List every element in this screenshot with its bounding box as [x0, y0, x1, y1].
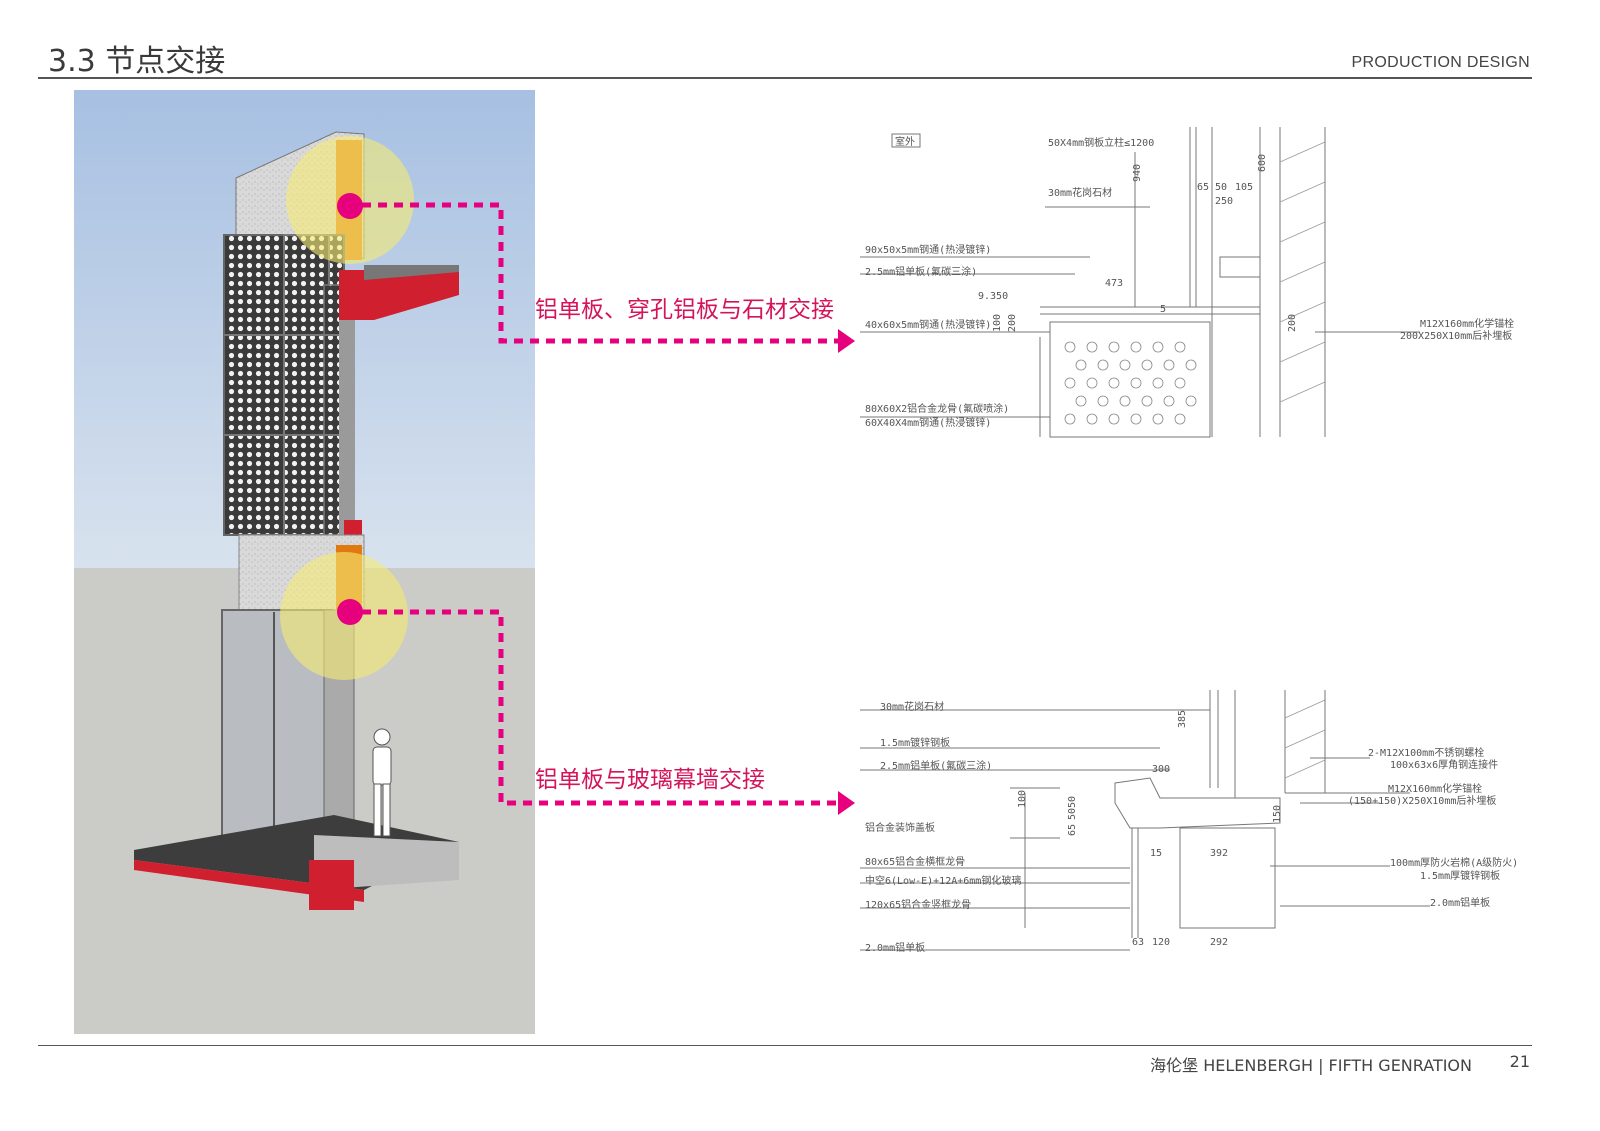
- annotation-a6: 80X60X2铝合金龙骨(氟碳喷涂): [865, 402, 1009, 415]
- annotation-a5: 40x60x5mm钢通(热浸镀锌): [865, 318, 991, 331]
- dim-e11: 63: [1132, 937, 1144, 948]
- dim-e8: 392: [1210, 848, 1228, 859]
- annotation-b14: 1.5mm厚镀锌钢板: [1420, 869, 1500, 882]
- page-number: 21: [1509, 1052, 1530, 1071]
- footer-divider: [38, 1045, 1532, 1046]
- top-arrowhead-icon: [838, 329, 855, 353]
- callout-label-bottom: 铝单板与玻璃幕墙交接: [535, 767, 765, 793]
- dim-e3: 100: [1017, 790, 1028, 808]
- facade-3d-render: [74, 90, 535, 1034]
- dim-d11: 200: [1287, 314, 1298, 332]
- dim-d5: 250: [1215, 196, 1233, 207]
- dim-e7: 15: [1150, 848, 1162, 859]
- dim-d12: 5: [1160, 304, 1166, 315]
- page-title: 3.3 节点交接: [48, 44, 226, 79]
- annotation-b15: 2.0mm铝单板: [1430, 896, 1490, 909]
- annotation-b8: 2.0mm铝单板: [865, 941, 925, 954]
- annotation-a4: 2.5mm铝单板(氟碳三涂): [865, 265, 977, 278]
- dim-e12: 150: [1272, 805, 1283, 823]
- annotation-b2: 1.5mm镀锌钢板: [880, 736, 950, 749]
- dim-e1: 385: [1177, 710, 1188, 728]
- dim-e9: 120: [1152, 937, 1170, 948]
- header-divider: [38, 77, 1532, 79]
- annotation-b12: (150+150)X250X10mm后补埋板: [1348, 794, 1496, 807]
- dim-d6: 473: [1105, 278, 1123, 289]
- dim-d2: 65: [1197, 182, 1209, 193]
- dim-d3: 50: [1215, 182, 1227, 193]
- annotation-b1: 30mm花岗石材: [880, 700, 944, 713]
- annotation-b11: M12X160mm化学锚栓: [1388, 782, 1482, 795]
- dim-d8: 600: [1257, 154, 1268, 172]
- annotation-b9: 2-M12X100mm不锈钢螺栓: [1368, 746, 1484, 759]
- section-subtitle: PRODUCTION DESIGN: [1351, 54, 1530, 71]
- annotation-a8: M12X160mm化学锚栓: [1420, 317, 1514, 330]
- dim-d9: 100: [992, 314, 1003, 332]
- annotation-a1: 50X4mm钢板立柱≤1200: [1048, 136, 1154, 149]
- annotation-b10: 100x63x6厚角钢连接件: [1390, 758, 1498, 771]
- detail-drawing-stone-junction: 室外 50X4mm钢板立柱≤1200 30mm花岗石材 90x50x5mm钢通(…: [860, 122, 1520, 442]
- bottom-arrowhead-icon: [838, 791, 855, 815]
- room-label: 室外: [895, 135, 915, 148]
- dim-e2: 300: [1152, 764, 1170, 775]
- annotation-b4: 铝合金装饰盖板: [865, 821, 935, 834]
- annotation-a9: 200X250X10mm后补埋板: [1400, 329, 1512, 342]
- facade-render-graphic: [74, 90, 535, 1034]
- annotation-b3: 2.5mm铝单板(氟碳三涂): [880, 759, 992, 772]
- dim-d1: 940: [1132, 164, 1143, 182]
- annotation-a3: 90x50x5mm钢通(热浸镀锌): [865, 243, 991, 256]
- dim-d7: 9.350: [978, 291, 1008, 302]
- dim-e4: 65: [1067, 824, 1078, 836]
- annotation-b7: 120x65铝合金竖框龙骨: [865, 898, 971, 911]
- callout-label-top: 铝单板、穿孔铝板与石材交接: [535, 297, 834, 323]
- annotation-b13: 100mm厚防火岩棉(A级防火): [1390, 856, 1518, 869]
- dim-d4: 105: [1235, 182, 1253, 193]
- dim-e10: 292: [1210, 937, 1228, 948]
- detail-drawing-glass-junction: 30mm花岗石材 1.5mm镀锌钢板 2.5mm铝单板(氟碳三涂) 铝合金装饰盖…: [860, 688, 1520, 956]
- annotation-b5: 80x65铝合金横框龙骨: [865, 855, 965, 868]
- annotation-a7: 60X40X4mm钢通(热浸镀锌): [865, 416, 991, 429]
- annotation-b6: 中空6(Low-E)+12A+6mm钢化玻璃: [865, 874, 1021, 887]
- dim-e6: 50: [1067, 808, 1078, 820]
- dim-e5: 50: [1067, 796, 1078, 808]
- annotation-a2: 30mm花岗石材: [1048, 186, 1112, 199]
- footer-brand: 海伦堡 HELENBERGH | FIFTH GENRATION: [1150, 1056, 1472, 1075]
- dim-d10: 200: [1007, 314, 1018, 332]
